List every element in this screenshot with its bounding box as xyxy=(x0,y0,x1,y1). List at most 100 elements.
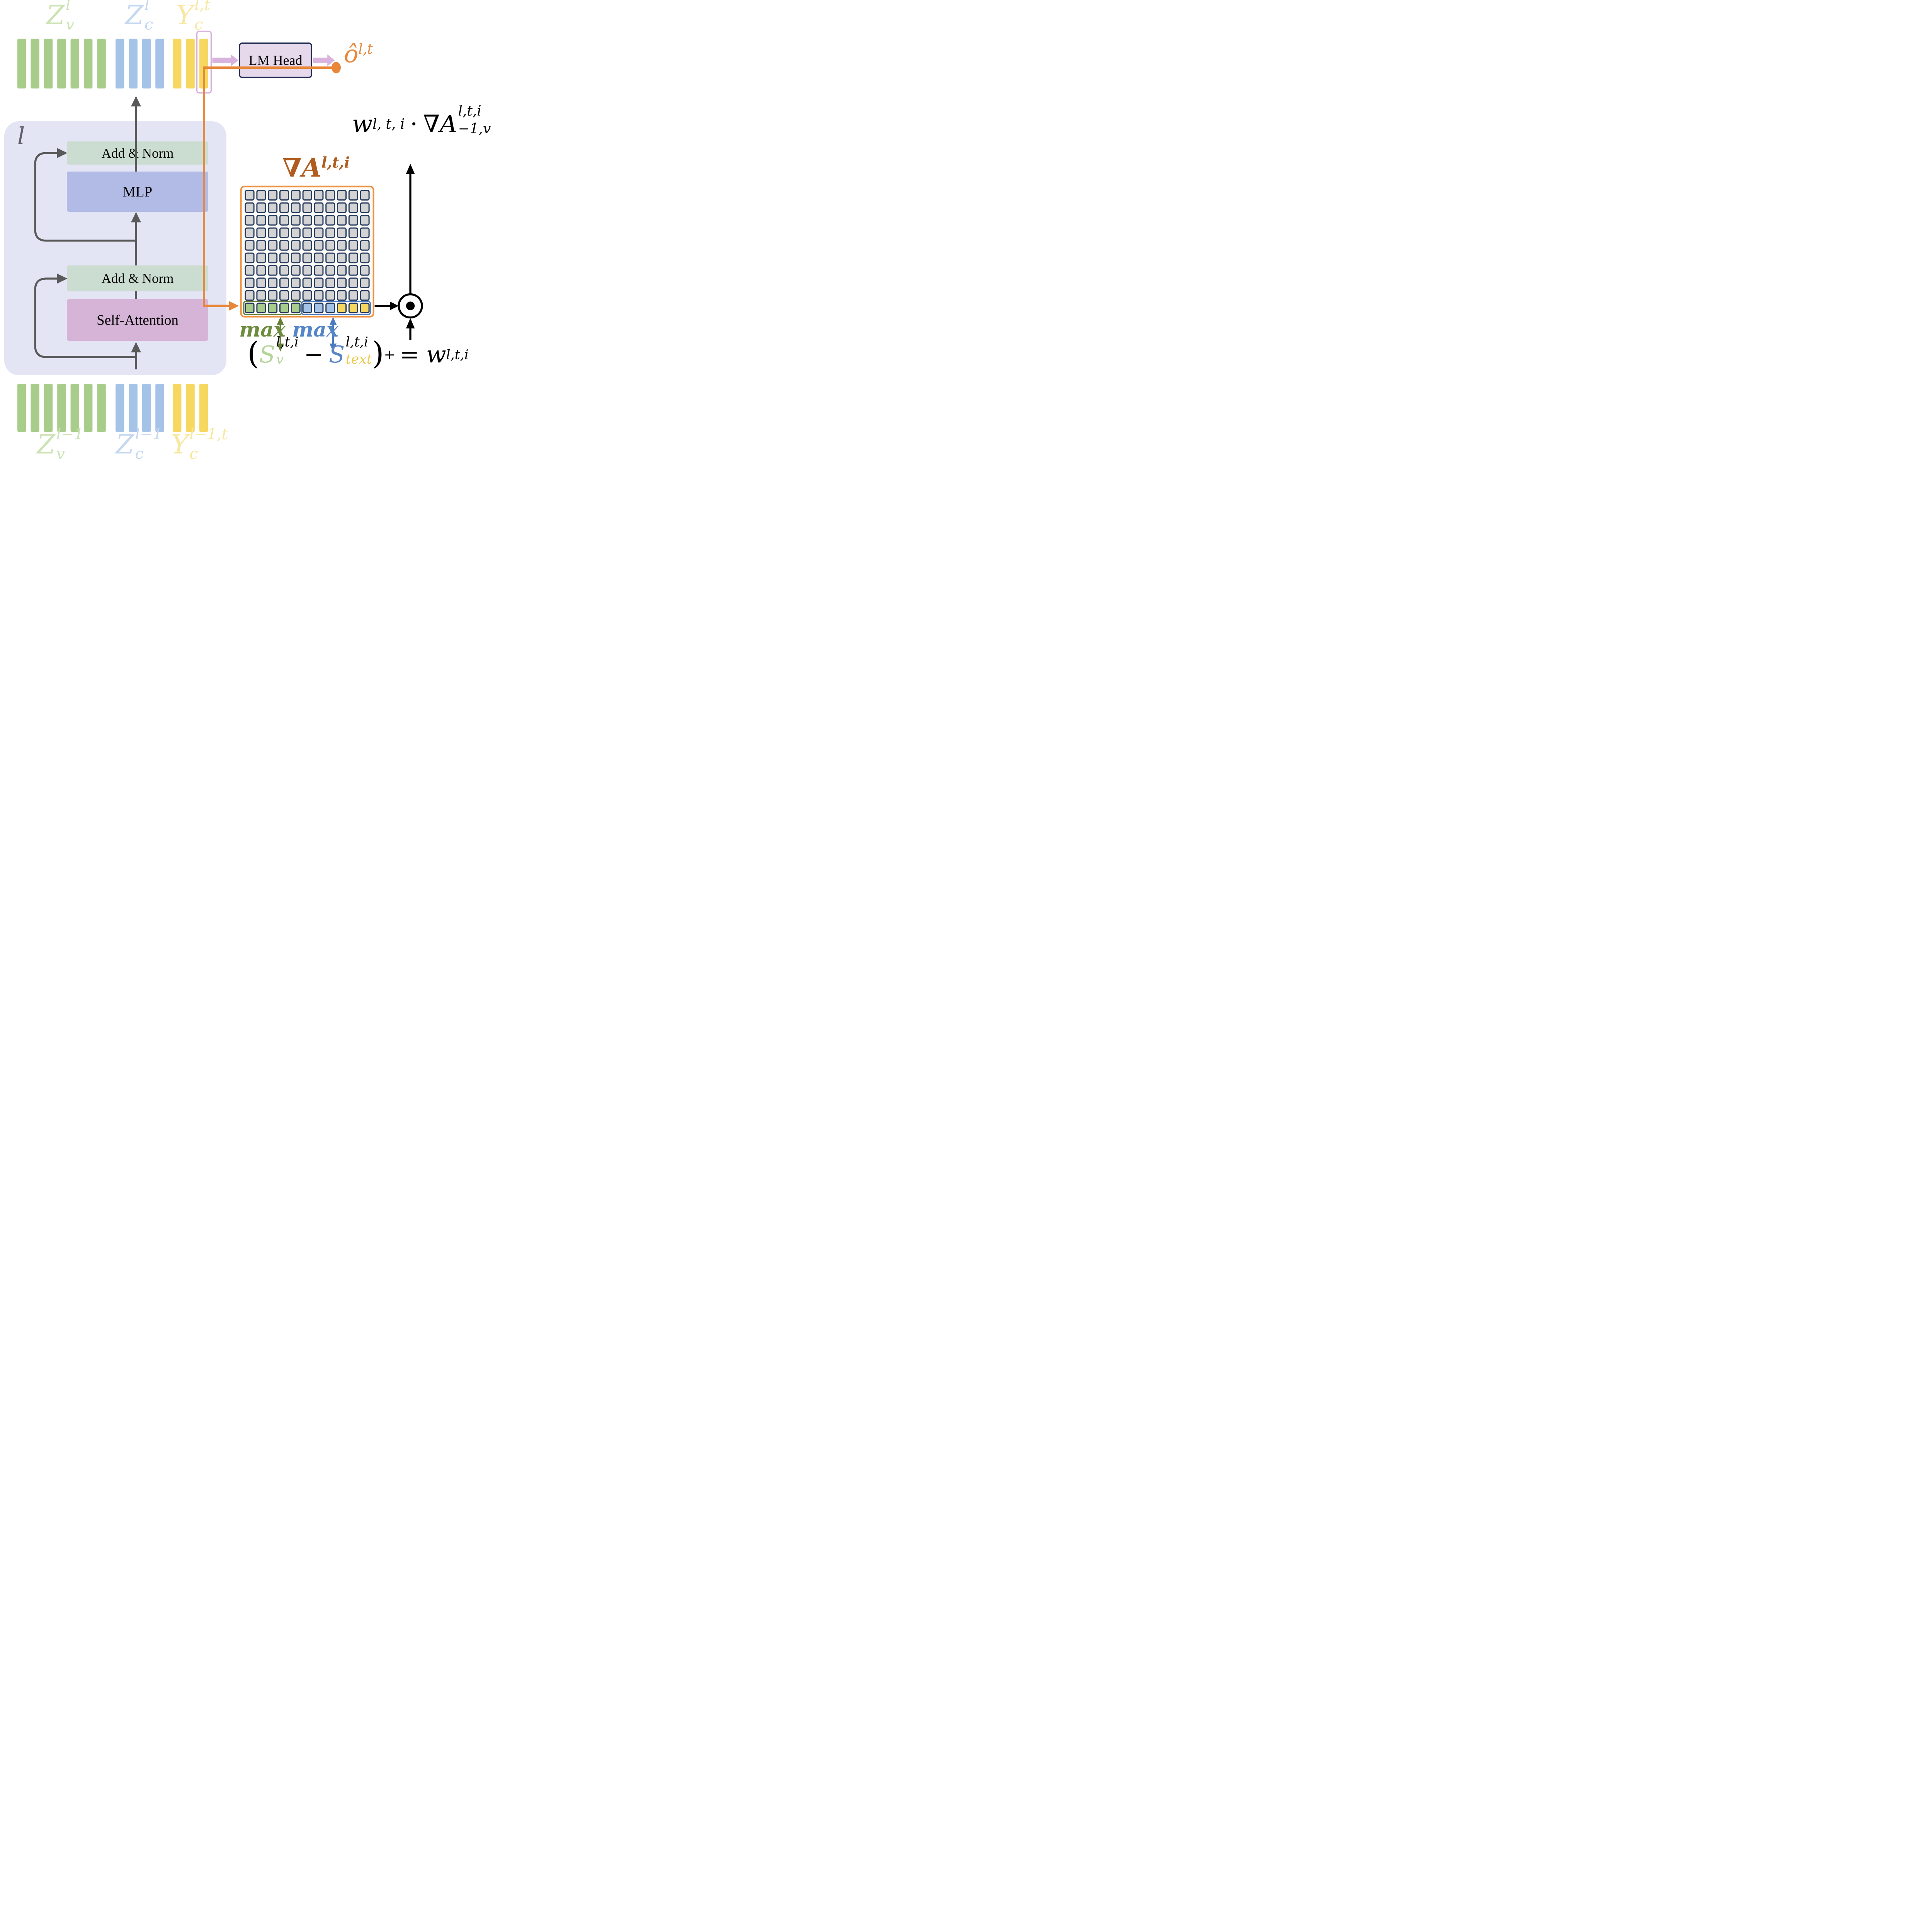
formula-w-sup: l,t,i xyxy=(446,347,469,362)
yc-bottom-sup: l−1,t xyxy=(189,425,228,443)
token-bar-context xyxy=(142,384,151,432)
yc-top-sup: l,t xyxy=(194,0,211,14)
attn-cell xyxy=(268,240,278,251)
yc-top-sub: c xyxy=(194,15,203,33)
attn-cell xyxy=(348,277,358,288)
wg-w-base: w xyxy=(352,110,373,138)
attn-cell xyxy=(302,215,312,226)
layer-label: l xyxy=(17,122,25,150)
attn-cell xyxy=(291,265,301,276)
token-bar-vision xyxy=(44,39,53,88)
attn-cell xyxy=(360,290,370,301)
zc-bottom-base: Z xyxy=(116,429,134,460)
s-text-sup: l,t,i xyxy=(345,334,368,350)
self-attention-box: Self-Attention xyxy=(67,299,208,341)
attn-cell xyxy=(256,202,266,213)
attn-cell xyxy=(360,252,370,264)
formula-open-paren: ( xyxy=(247,335,259,371)
token-bar-context xyxy=(129,39,138,88)
token-to-lmhead-arrow-icon xyxy=(212,54,238,66)
attn-cell xyxy=(268,190,278,201)
attn-cell-vision xyxy=(256,303,266,313)
formula-equals: = xyxy=(400,341,420,368)
token-bar-context xyxy=(116,39,124,88)
attn-cell xyxy=(268,290,278,301)
attn-cell xyxy=(360,202,370,213)
attn-cell xyxy=(348,215,358,226)
attn-cell xyxy=(314,202,324,213)
bottom-vision-tokens xyxy=(17,384,106,432)
attn-cell xyxy=(245,190,255,201)
odot-center-dot-icon xyxy=(406,301,415,310)
attn-cell xyxy=(291,290,301,301)
token-bar-text xyxy=(186,39,195,88)
attn-cell xyxy=(245,290,255,301)
grad-attn-base: ∇A xyxy=(282,153,321,183)
token-bar-vision xyxy=(70,39,79,88)
wg-dot-operator: · xyxy=(410,110,418,138)
result-arrowhead-icon xyxy=(406,163,415,174)
token-bar-vision xyxy=(97,384,106,432)
addnorm-bottom-box: Add & Norm xyxy=(67,265,208,291)
attn-cell xyxy=(348,252,358,264)
bottom-text-tokens xyxy=(173,384,208,432)
attn-cell xyxy=(360,265,370,276)
attn-cell xyxy=(360,277,370,288)
grad-attn-sup: l,t,i xyxy=(321,153,350,171)
attn-cell xyxy=(360,227,370,238)
ohat-base: ô xyxy=(344,40,359,68)
attn-cell xyxy=(291,215,301,226)
attn-cell xyxy=(279,265,289,276)
attn-cell xyxy=(291,227,301,238)
attn-cell xyxy=(325,277,335,288)
attn-cell xyxy=(256,240,266,251)
attn-cell-vision xyxy=(279,303,289,313)
formula-minus: − xyxy=(304,341,324,368)
attn-cell xyxy=(337,277,347,288)
attn-cell-text xyxy=(360,303,370,313)
zc-bottom-sub: c xyxy=(135,444,144,463)
attn-cell xyxy=(245,227,255,238)
token-bar-context xyxy=(129,384,138,432)
attn-cell xyxy=(314,277,324,288)
top-context-tokens xyxy=(116,39,164,88)
zv-bottom-sup: l−1 xyxy=(56,425,84,443)
attn-cell xyxy=(360,215,370,226)
attn-cell xyxy=(325,290,335,301)
attn-cell xyxy=(302,252,312,264)
attn-cell xyxy=(337,202,347,213)
attn-cell xyxy=(291,240,301,251)
attn-cell xyxy=(302,265,312,276)
odot-operator-icon xyxy=(398,293,423,319)
attn-cell xyxy=(245,215,255,226)
attn-cell xyxy=(268,265,278,276)
token-bar-context xyxy=(116,384,124,432)
attn-cell xyxy=(268,252,278,264)
orange-arrowhead-icon xyxy=(229,301,239,311)
token-bar-context xyxy=(155,384,164,432)
attn-cell xyxy=(256,252,266,264)
attn-cell xyxy=(245,252,255,264)
formula-w-base: w xyxy=(426,341,446,368)
attn-cell xyxy=(291,252,301,264)
s-vision-sup: l,t,i xyxy=(276,334,299,350)
attn-cell xyxy=(325,202,335,213)
wg-grad-sup: l,t,i xyxy=(458,102,481,119)
attn-cell xyxy=(302,227,312,238)
token-bar-vision xyxy=(70,384,79,432)
attn-cell xyxy=(314,227,324,238)
wg-w-sup: l, t, i xyxy=(372,116,405,132)
token-bar-vision xyxy=(97,39,106,88)
attn-cell xyxy=(268,215,278,226)
attn-cell xyxy=(279,215,289,226)
attn-cell xyxy=(314,215,324,226)
diagram-canvas: l Add & Norm MLP Add & Norm Self-Attenti… xyxy=(0,0,514,469)
attn-cell xyxy=(279,252,289,264)
wg-grad-base: ∇A xyxy=(423,110,457,138)
attn-cell xyxy=(268,277,278,288)
attn-cell xyxy=(337,227,347,238)
